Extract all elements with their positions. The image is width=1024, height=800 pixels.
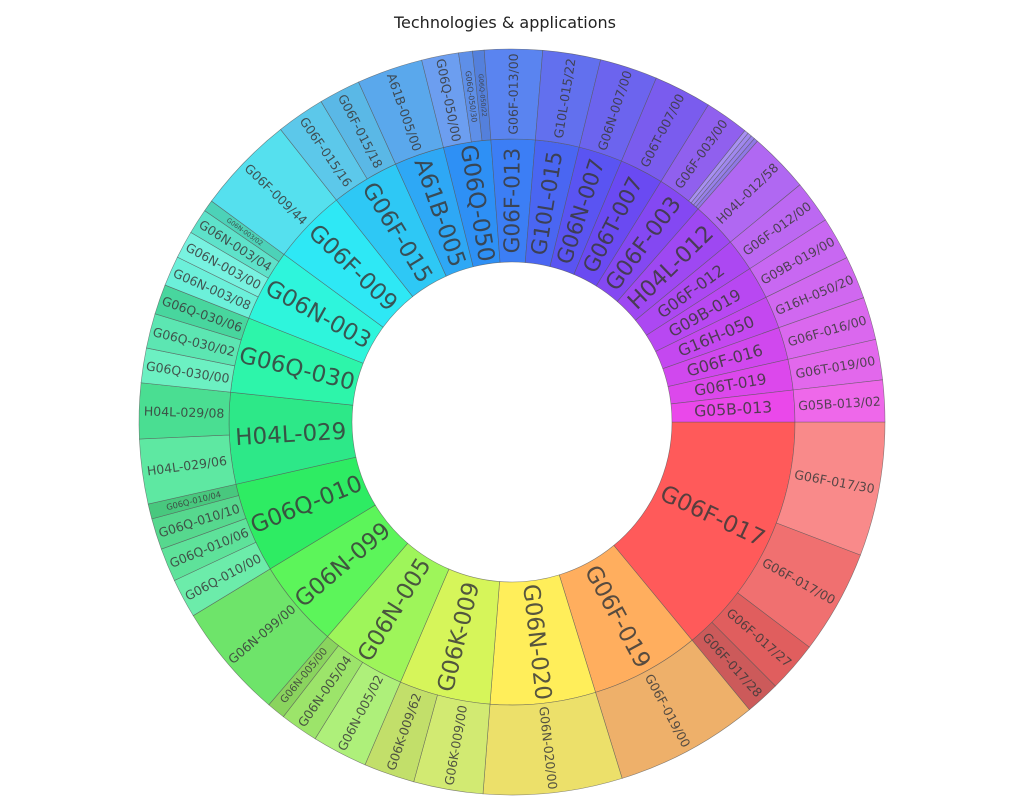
chart-title: Technologies & applications	[393, 13, 617, 32]
outer-wedge-label: G06F-013/00	[506, 53, 521, 134]
inner-wedge-label: G05B-013	[694, 398, 773, 420]
outer-wedge-label: H04L-029/08	[144, 403, 225, 420]
outer-wedge-label: G05B-013/02	[798, 394, 881, 414]
inner-wedge-label: H04L-029	[235, 419, 347, 451]
outer-wedge-label: G06Q-050/22	[476, 74, 488, 118]
sunburst-rings	[138, 48, 886, 796]
outer-wedge	[792, 379, 886, 423]
inner-wedge-label: G06F-013	[500, 148, 525, 254]
